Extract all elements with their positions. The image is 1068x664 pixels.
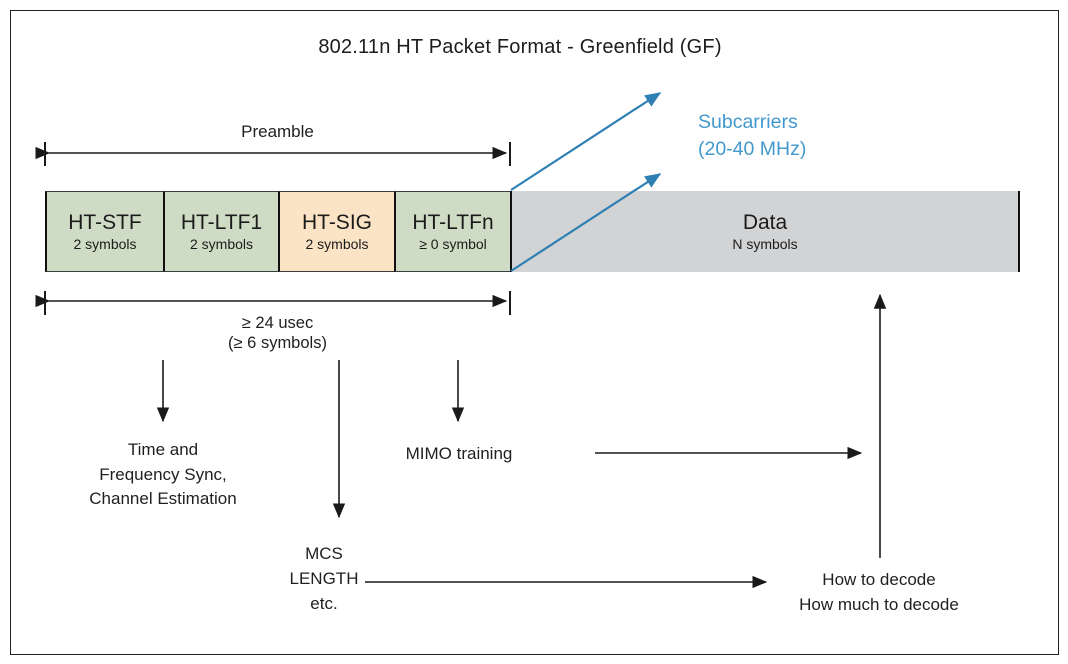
mcs-line2: LENGTH: [289, 569, 359, 588]
block-ht-stf-duration: 2 symbols: [73, 235, 137, 252]
sync-annotation: Time and Frequency Sync, Channel Estimat…: [45, 438, 281, 512]
block-ht-stf-name: HT-STF: [68, 210, 142, 234]
duration-usec: ≥ 24 usec: [241, 314, 314, 332]
block-ht-ltfn-name: HT-LTFn: [412, 210, 494, 234]
sync-line1: Time and: [127, 440, 199, 459]
block-ht-ltf1-name: HT-LTF1: [180, 210, 263, 234]
mimo-annotation: MIMO training: [405, 444, 513, 463]
block-ht-sig: HT-SIG 2 symbols: [278, 191, 394, 272]
diagram-title: 802.11n HT Packet Format - Greenfield (G…: [318, 36, 722, 58]
duration-symbols: (≥ 6 symbols): [228, 333, 327, 352]
block-data-duration: N symbols: [732, 235, 798, 252]
sync-line3: Channel Estimation: [89, 489, 237, 508]
decode-line2: How much to decode: [799, 595, 959, 614]
packet-format-row: HT-STF 2 symbols HT-LTF1 2 symbols HT-SI…: [45, 191, 1020, 272]
block-ht-ltfn-duration: ≥ 0 symbol: [419, 235, 487, 252]
block-ht-ltfn: HT-LTFn ≥ 0 symbol: [394, 191, 510, 272]
sync-line2: Frequency Sync,: [99, 464, 227, 484]
decode-annotation: How to decode How much to decode: [779, 567, 979, 617]
mcs-line3: etc.: [310, 594, 338, 613]
block-ht-sig-duration: 2 symbols: [305, 235, 369, 252]
duration-label: ≥ 24 usec (≥ 6 symbols): [45, 314, 510, 353]
subcarriers-line1: Subcarriers: [698, 111, 798, 133]
block-ht-stf: HT-STF 2 symbols: [45, 191, 163, 272]
preamble-label: Preamble: [241, 122, 314, 141]
block-data: Data N symbols: [510, 191, 1020, 272]
decode-line1: How to decode: [822, 570, 936, 589]
block-ht-ltf1: HT-LTF1 2 symbols: [163, 191, 278, 272]
block-data-name: Data: [742, 210, 788, 234]
subcarriers-line2: (20-40 MHz): [698, 138, 807, 160]
block-ht-ltf1-duration: 2 symbols: [189, 235, 254, 252]
block-ht-sig-name: HT-SIG: [301, 210, 372, 234]
mcs-annotation: MCS LENGTH etc.: [264, 541, 384, 616]
mcs-line1: MCS: [305, 544, 343, 563]
subcarriers-label: Subcarriers (20-40 MHz): [698, 109, 918, 163]
